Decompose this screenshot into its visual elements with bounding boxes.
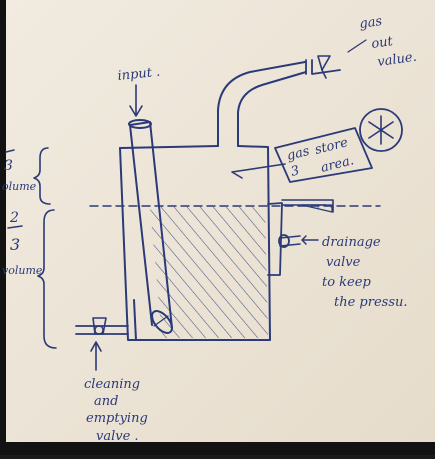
fraction-bar — [7, 225, 23, 229]
cleaning-label-3: emptying — [86, 411, 148, 426]
cleaning-valve-icon — [92, 317, 107, 335]
fraction-bar-top — [5, 149, 15, 153]
gas-store-box — [274, 127, 373, 183]
drain-column — [267, 202, 283, 276]
upper-fraction-label: 3 — [4, 158, 13, 174]
cleaning-arrow — [90, 341, 102, 371]
drainage-valve-icon — [278, 234, 290, 248]
liquid-fill — [150, 207, 268, 338]
drain-top-hatch — [301, 204, 333, 213]
gas-valve-pointer — [347, 39, 367, 53]
drain-valve-pipe — [279, 235, 301, 247]
gas-out-label-2: out — [370, 34, 394, 52]
input-label: input . — [117, 65, 161, 84]
input-pipe-top — [128, 119, 152, 129]
gas-store-label-1: gas — [285, 144, 311, 164]
upper-volume-label: olume — [2, 180, 37, 193]
gas-valve-handle — [317, 55, 331, 71]
gas-out-label-3: value. — [376, 50, 417, 70]
cleaning-label-2: and — [94, 394, 118, 409]
tank-outline — [119, 145, 271, 341]
brace-lower — [37, 209, 57, 349]
cleaning-label-4: valve . — [96, 429, 139, 444]
cleaning-valve-knob — [94, 325, 104, 335]
lower-fraction-den: 3 — [10, 235, 20, 254]
tank-left-wall — [119, 147, 137, 341]
lower-volume-label: volume — [2, 264, 43, 277]
gas-pipe-outer — [217, 61, 306, 147]
burner-circle — [359, 108, 403, 152]
burner-icon — [368, 115, 394, 145]
drainage-label-2: valve — [326, 255, 361, 270]
lower-fraction-num: 2 — [9, 210, 19, 226]
drainage-arrow — [301, 235, 319, 245]
drainage-label-3: to keep — [322, 275, 371, 290]
gas-out-label-1: gas — [358, 14, 383, 32]
brace-upper — [33, 147, 51, 205]
outlet-mark — [153, 315, 169, 327]
input-arrow — [129, 84, 143, 117]
input-pipe-outlet — [151, 310, 173, 334]
gas-valve-body — [305, 59, 341, 75]
gas-pipe-inner — [237, 71, 307, 147]
input-pipe-left — [129, 124, 153, 326]
drainage-label-4: the pressu. — [334, 295, 408, 310]
gas-valve-stem — [321, 69, 327, 79]
gas-store-arrow — [231, 163, 286, 179]
drainage-label-1: drainage — [322, 235, 381, 250]
gas-store-fraction: 3 — [289, 163, 301, 180]
cleaning-label-1: cleaning — [84, 377, 140, 392]
